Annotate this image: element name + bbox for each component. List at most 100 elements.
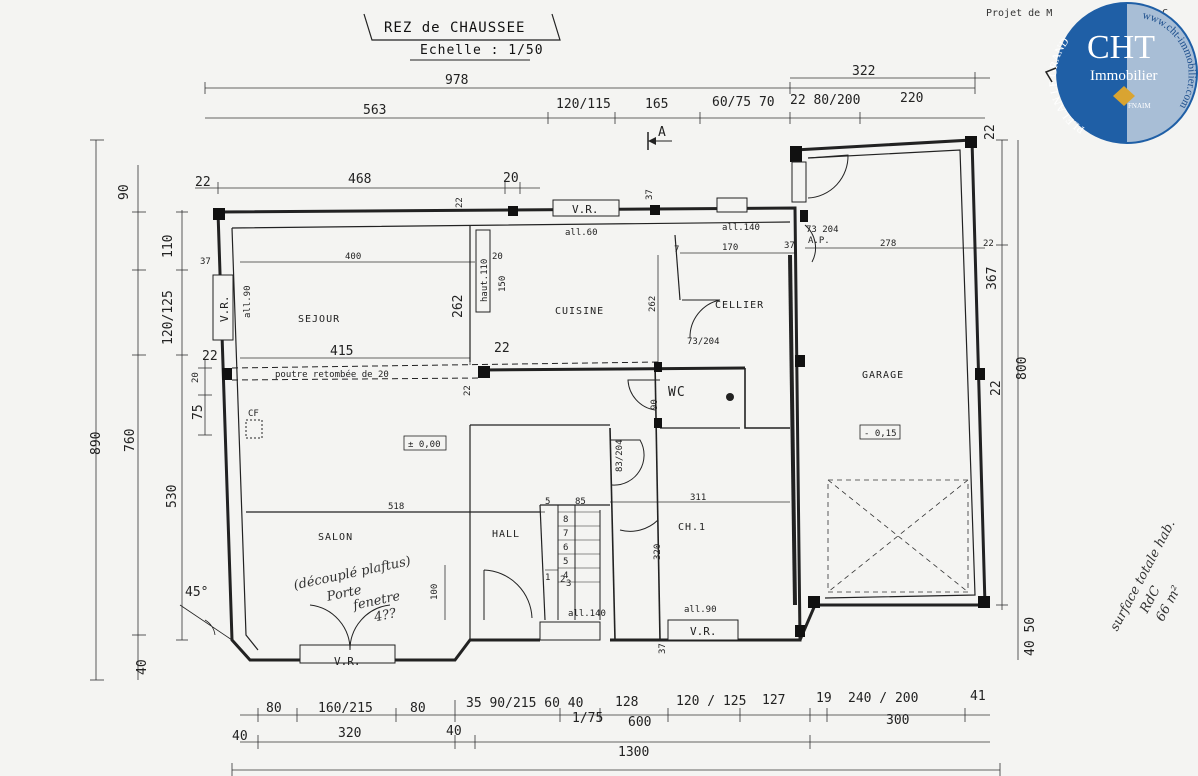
dim-5: 5 xyxy=(545,497,550,507)
plan-title: REZ de CHAUSSEE Echelle : 1/50 xyxy=(363,13,561,61)
label-all140-hall: all.140 xyxy=(568,609,606,619)
staircase: 8 7 6 5 4 3 2 1 xyxy=(545,511,600,589)
dim-22-inner: 22 xyxy=(983,239,994,249)
cf-box xyxy=(245,419,263,439)
dim-40-bottom-a: 40 xyxy=(232,729,248,744)
label-vr-left: V.R. xyxy=(218,296,231,323)
dim-120-125: 120/125 xyxy=(161,290,176,345)
project-text: Projet de M xyxy=(986,8,1052,19)
dim-60-75-70: 60/75 70 xyxy=(712,95,775,110)
dim-22-right-a: 22 xyxy=(983,124,998,140)
dim-415: 415 xyxy=(330,344,353,359)
label-all140-top: all.140 xyxy=(722,223,760,233)
section-letter: A xyxy=(658,125,666,140)
dim-110: 110 xyxy=(161,235,176,258)
dim-90-left: 90 xyxy=(117,184,132,200)
dim-890: 890 xyxy=(89,432,104,455)
haut-110-box xyxy=(475,229,491,313)
dim-20-inner: 20 xyxy=(492,252,503,262)
stair-step: 7 xyxy=(563,529,568,539)
dim-127: 127 xyxy=(762,693,785,708)
label-vr-ch1: V.R. xyxy=(690,625,717,638)
surface-handwritten-note: surface totale hab. RdC 66 m² xyxy=(1107,518,1184,634)
label-cf: CF xyxy=(248,409,259,419)
section-marker: A xyxy=(647,125,672,150)
label-angle: 45° xyxy=(185,585,208,600)
stair-step: 1 xyxy=(545,573,550,583)
windows xyxy=(212,161,807,664)
dim-41: 41 xyxy=(970,689,986,704)
dim-37-c: 37 xyxy=(658,643,668,654)
level-main: ± 0,00 xyxy=(408,440,441,450)
stair-step: 8 xyxy=(563,515,568,525)
level-box-main xyxy=(403,435,447,451)
logo-subtitle: Immobilier xyxy=(1090,68,1158,84)
dim-90: 90 xyxy=(650,399,660,410)
label-poutre: poutre retombée de 20 xyxy=(275,369,389,380)
room-wc: WC xyxy=(668,385,686,400)
dim-40-50: 40 50 xyxy=(1023,617,1038,656)
dim-80-b: 80 xyxy=(410,701,426,716)
dim-311: 311 xyxy=(690,493,706,503)
label-all60: all.60 xyxy=(565,228,598,238)
dim-128: 128 xyxy=(615,695,638,710)
label-vr-salon: V.R. xyxy=(334,655,361,668)
dim-150: 150 xyxy=(498,276,508,292)
label-ap: A.P. xyxy=(808,236,830,246)
angle-marker xyxy=(179,604,233,641)
dim-400: 400 xyxy=(345,252,361,262)
dim-600: 600 xyxy=(628,715,651,730)
dim-85: 85 xyxy=(575,497,586,507)
dim-120-115: 120/115 xyxy=(556,97,611,112)
stair-step: 2 xyxy=(560,575,565,585)
dim-563: 563 xyxy=(363,103,386,118)
dim-22-right-b: 22 xyxy=(989,380,1004,396)
logo-house-icon xyxy=(1113,86,1135,106)
logo-badge: FNAIM xyxy=(1128,102,1151,110)
room-sejour: SEJOUR xyxy=(298,314,340,325)
dim-278: 278 xyxy=(880,239,896,249)
agency-logo: CHT Immobilier FNAIM PLELAN LE GRAND www… xyxy=(1044,2,1198,144)
room-cuisine: CUISINE xyxy=(555,306,604,317)
dim-160-215: 160/215 xyxy=(318,701,373,716)
logo-brand: CHT xyxy=(1087,29,1155,66)
dim-22-top: 22 xyxy=(195,175,211,190)
label-73-204: 73 204 xyxy=(806,225,839,235)
salon-handwritten-note: (découplé plaftus) Porte fenetre 4?? xyxy=(292,554,412,626)
dim-75: 75 xyxy=(191,404,206,420)
note-line: Porte xyxy=(325,583,364,605)
label-all90-sejour: all.90 xyxy=(243,285,253,318)
note-line: 4?? xyxy=(372,606,399,626)
wc-fixture-icon xyxy=(726,393,734,401)
dim-240-200: 240 / 200 xyxy=(848,691,918,706)
dim-300: 300 xyxy=(886,713,909,728)
pillars xyxy=(213,136,990,637)
label-haut110: haut.110 xyxy=(480,259,490,302)
label-73-204-cellier: 73/204 xyxy=(687,337,720,347)
room-ch1: CH.1 xyxy=(678,522,706,533)
dim-80-a: 80 xyxy=(266,701,282,716)
label-vr-top: V.R. xyxy=(572,203,599,216)
dim-262-a: 262 xyxy=(451,295,466,318)
dim-7: 7 xyxy=(674,245,679,255)
dim-165: 165 xyxy=(645,97,668,112)
dim-22-left: 22 xyxy=(202,349,218,364)
dim-20-left: 20 xyxy=(191,372,201,383)
dim-978: 978 xyxy=(445,73,468,88)
room-hall: HALL xyxy=(492,529,520,540)
dim-100: 100 xyxy=(430,584,440,600)
dim-120-125-bottom: 120 / 125 xyxy=(676,694,746,709)
dim-40-bottom-b: 40 xyxy=(446,724,462,739)
dim-37-inner: 37 xyxy=(200,257,211,267)
dim-468: 468 xyxy=(348,172,371,187)
stair-step: 6 xyxy=(563,543,568,553)
stair-step: 3 xyxy=(566,579,571,589)
dim-37-b: 37 xyxy=(784,241,795,251)
garage-parking xyxy=(827,479,969,593)
dim-35-90-215-60-40: 35 90/215 60 40 xyxy=(466,696,583,711)
dim-22-80-200: 22 80/200 xyxy=(790,93,860,108)
dim-37-top: 37 xyxy=(645,189,655,200)
dim-320-inner: 320 xyxy=(653,544,663,560)
dim-19: 19 xyxy=(816,691,832,706)
